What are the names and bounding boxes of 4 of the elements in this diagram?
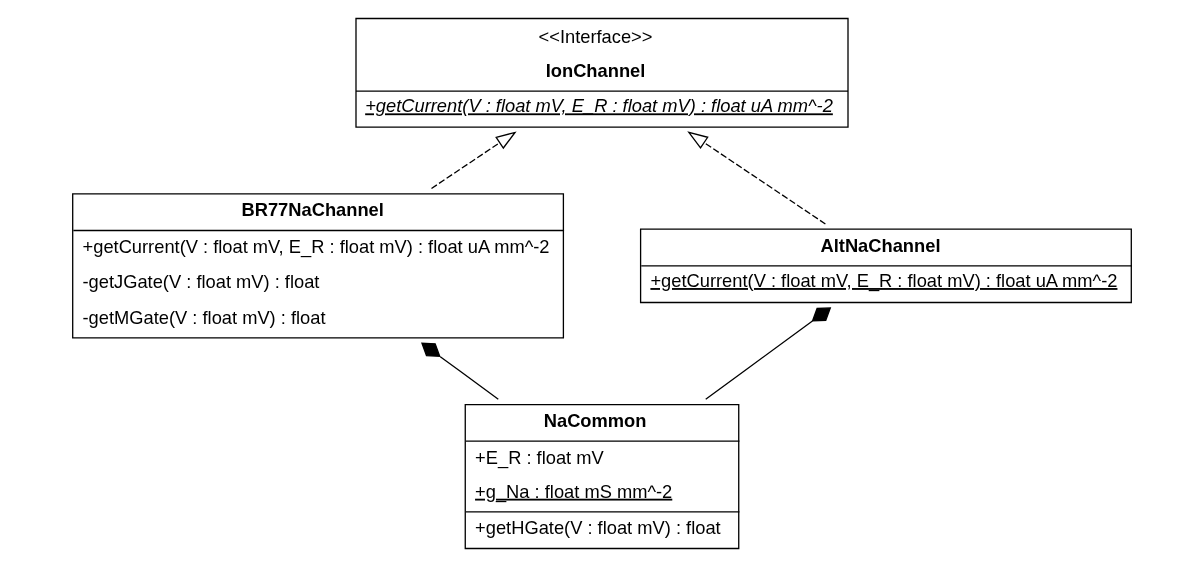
arrow [686, 131, 826, 225]
arrow [430, 131, 517, 190]
connector [704, 307, 831, 400]
connector [420, 342, 499, 400]
